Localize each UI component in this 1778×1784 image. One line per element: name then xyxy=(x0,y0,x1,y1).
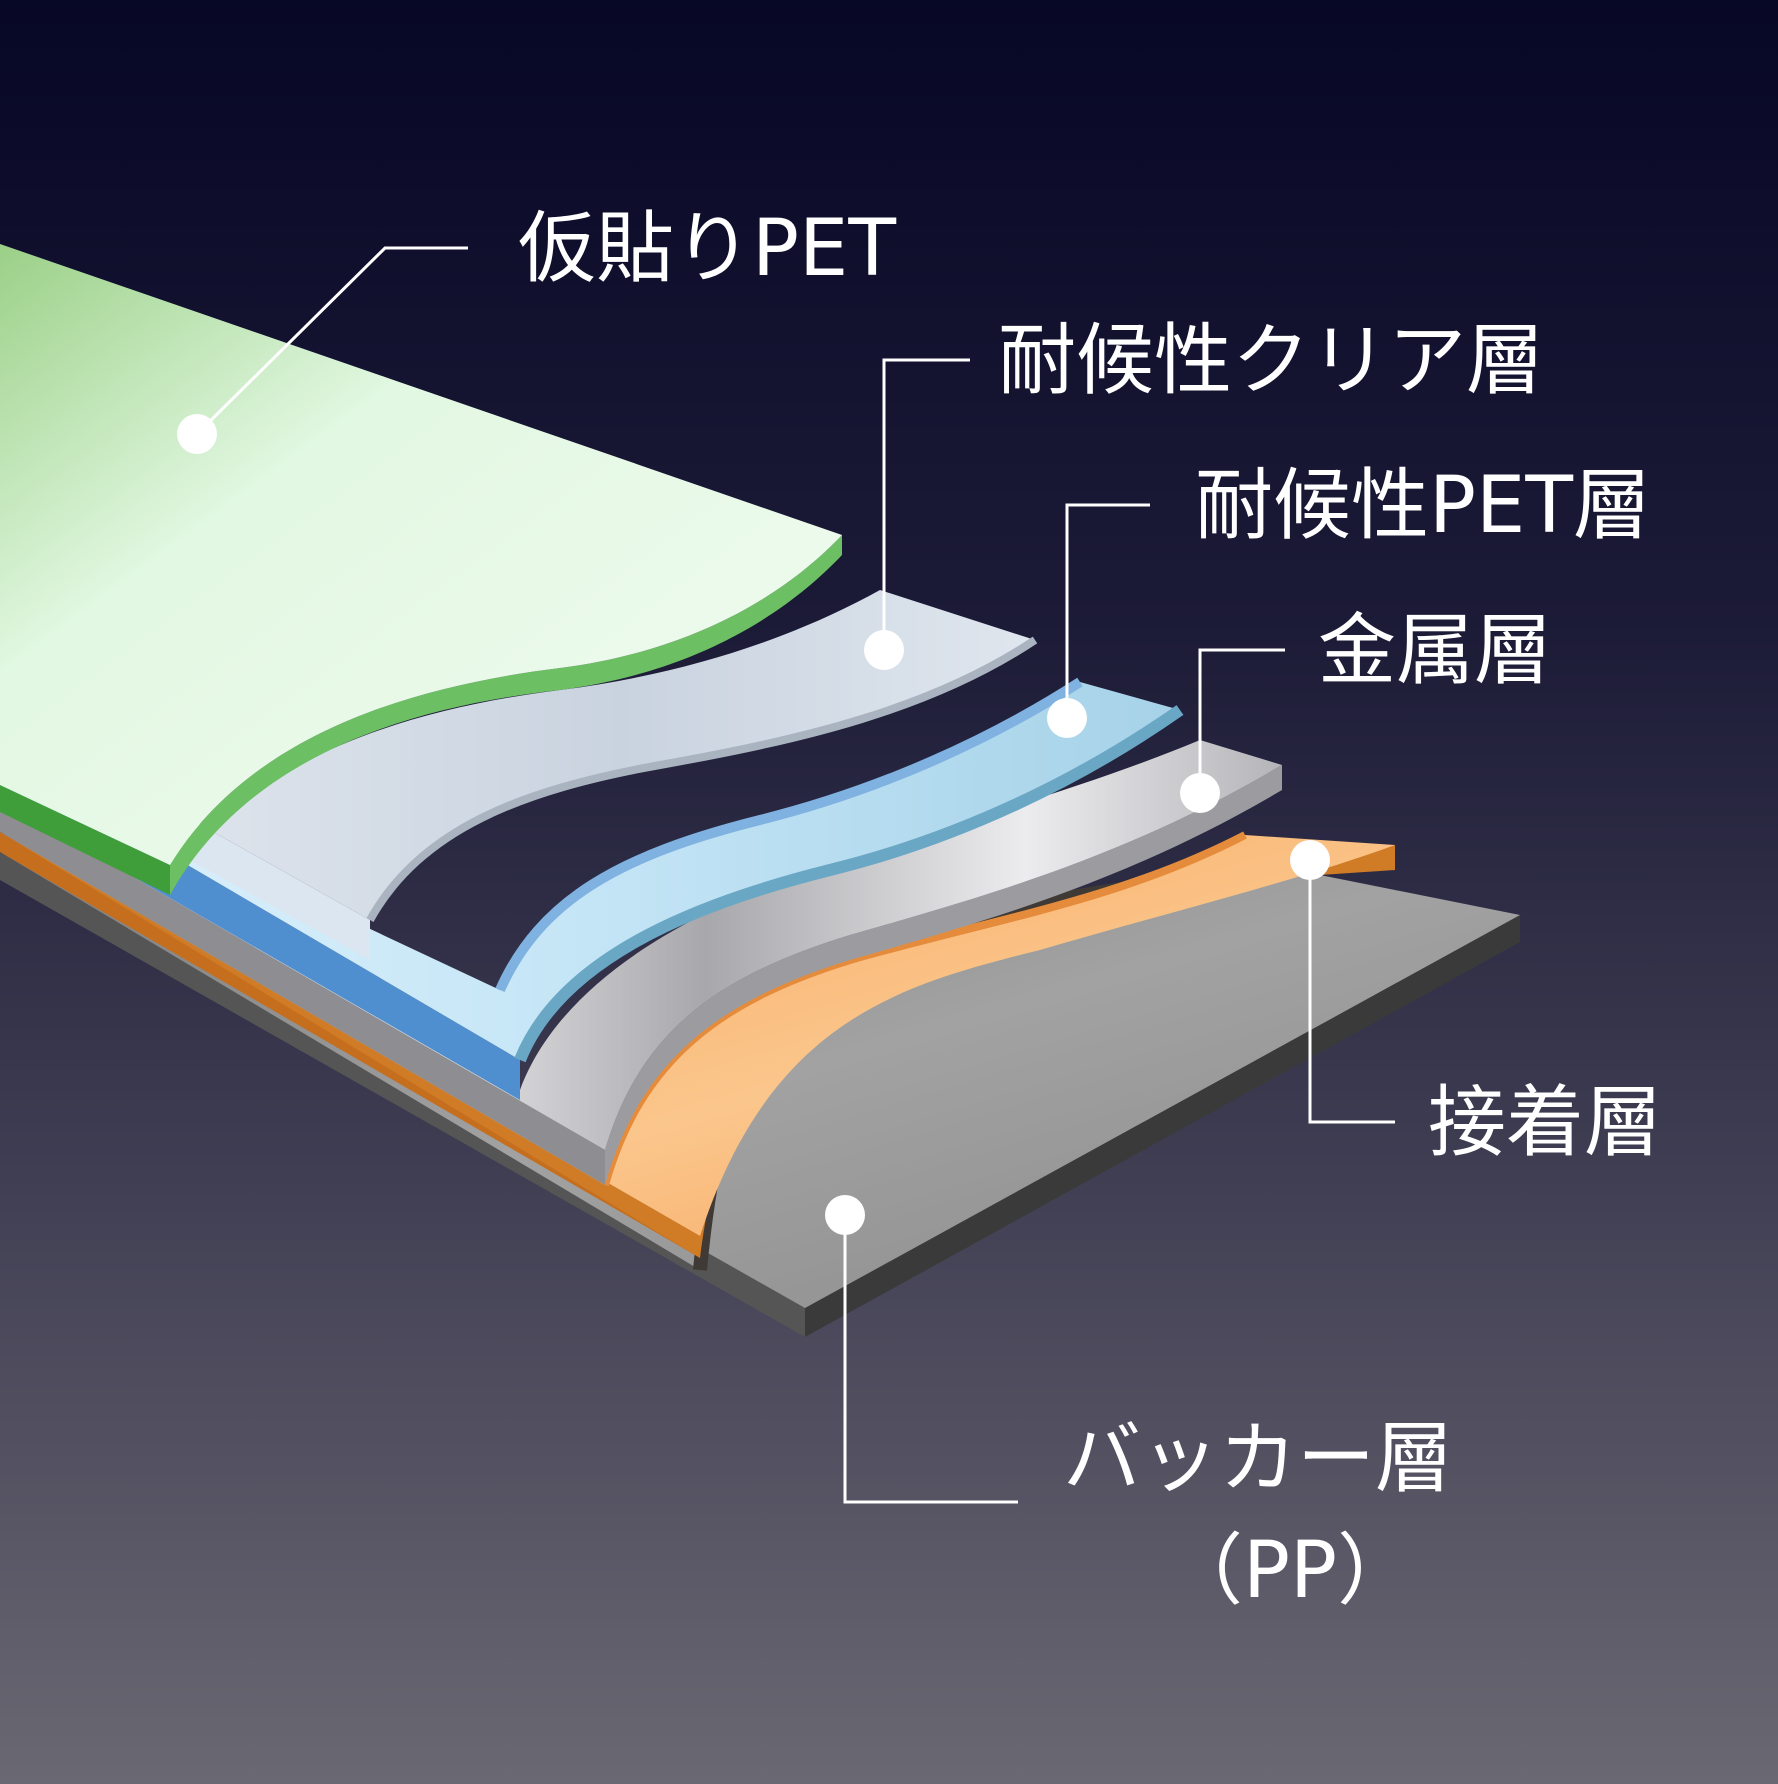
leader-temp-pet xyxy=(195,246,468,436)
marker-pet xyxy=(1047,698,1087,738)
marker-dots xyxy=(177,414,1330,1235)
label-backer-material: （PP） xyxy=(1165,1526,1416,1616)
marker-temp-pet xyxy=(177,414,217,454)
leader-metal xyxy=(1198,648,1285,793)
leader-clear xyxy=(882,358,970,650)
label-metal: 金属層 xyxy=(1318,606,1553,696)
leader-pet xyxy=(1065,503,1150,718)
leader-adhesive xyxy=(1308,860,1395,1124)
label-weather-pet: 耐候性PET層 xyxy=(1195,461,1651,551)
leader-backer xyxy=(843,1215,1018,1504)
layer-adhesive xyxy=(0,831,1395,1258)
marker-backer xyxy=(825,1195,865,1235)
marker-adhesive xyxy=(1290,840,1330,880)
leader-lines xyxy=(195,246,1395,1504)
label-weather-clear: 耐候性クリア層 xyxy=(998,316,1545,406)
layer-metal xyxy=(0,740,1282,1185)
label-temp-pet: 仮貼りPET xyxy=(518,204,896,294)
layer-temp-pet xyxy=(0,244,842,895)
marker-clear xyxy=(864,630,904,670)
label-backer: バッカー層 xyxy=(1063,1414,1454,1504)
label-adhesive: 接着層 xyxy=(1428,1078,1663,1168)
marker-metal xyxy=(1180,773,1220,813)
